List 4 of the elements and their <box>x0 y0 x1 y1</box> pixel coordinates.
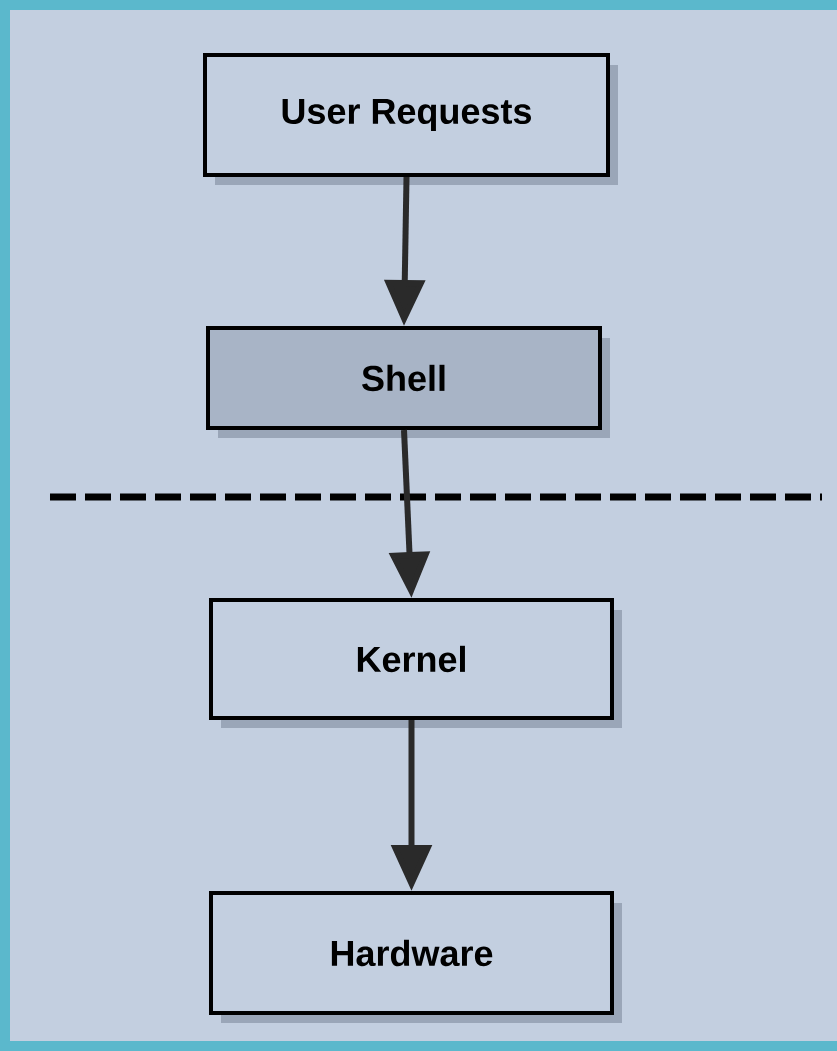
process-box: Hardware <box>209 891 622 1023</box>
process-box: Shell <box>206 326 610 438</box>
process-box: User Requests <box>203 53 618 185</box>
process-box: Kernel <box>209 598 622 728</box>
